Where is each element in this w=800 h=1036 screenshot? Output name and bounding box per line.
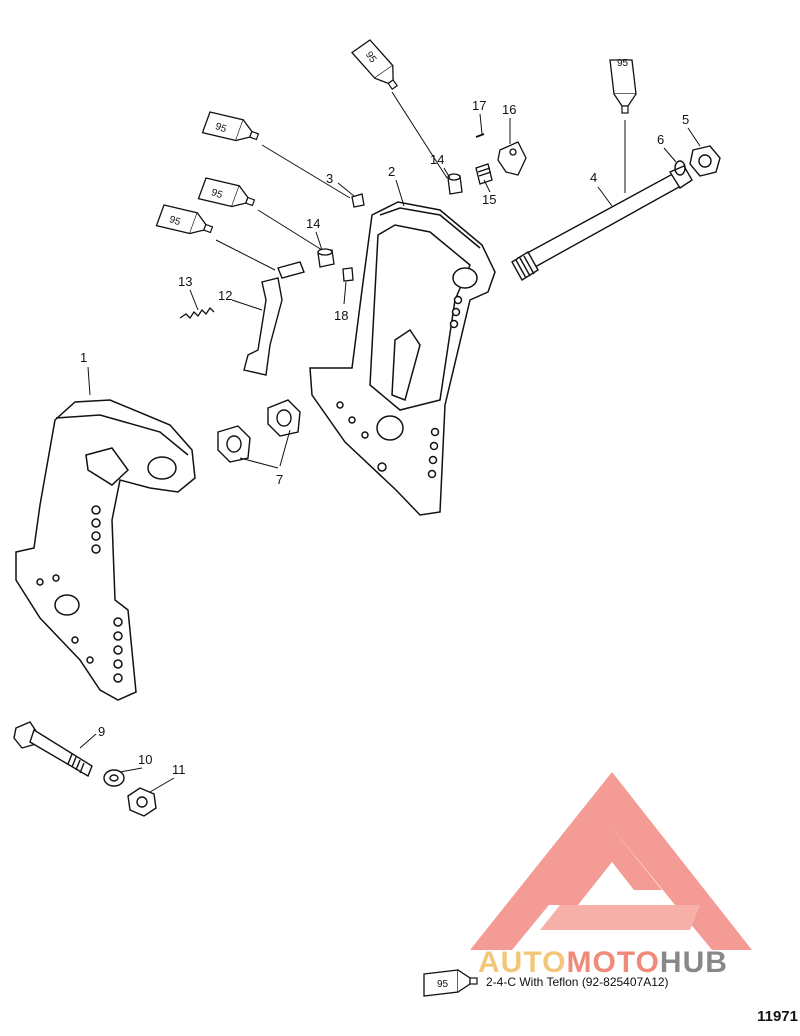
sealant-tube: 95 xyxy=(155,204,276,271)
callout-label: 5 xyxy=(682,112,689,127)
watermark-logo xyxy=(470,772,752,950)
watermark-part-auto: AUTO xyxy=(478,946,567,979)
sealant-tube: 95 xyxy=(197,177,323,251)
lever xyxy=(497,141,527,176)
spring xyxy=(475,163,493,185)
tilt-tube-shaft xyxy=(511,165,693,281)
callout-label: 13 xyxy=(178,274,192,289)
callout-label: 1 xyxy=(80,350,87,365)
callout-label: 3 xyxy=(326,171,333,186)
figure-number: 11971 xyxy=(757,1008,798,1025)
svg-text:95: 95 xyxy=(168,214,183,228)
sealant-tube: 95 xyxy=(351,39,448,179)
nut xyxy=(127,787,157,817)
callout-label: 15 xyxy=(482,192,496,207)
callout-label: 9 xyxy=(98,724,105,739)
callout-label: 2 xyxy=(388,164,395,179)
callout-label: 11 xyxy=(172,762,186,777)
svg-text:95: 95 xyxy=(617,58,629,69)
callout-label: 7 xyxy=(276,472,283,487)
callout-label: 18 xyxy=(334,308,348,323)
washer xyxy=(103,769,125,787)
bushing xyxy=(447,173,463,195)
watermark-part-moto: MOTO xyxy=(566,946,660,979)
svg-text:95: 95 xyxy=(214,121,229,135)
sealant-tube: 95 xyxy=(609,58,637,193)
bolt xyxy=(13,721,93,778)
watermark-text: AUTOMOTOHUB xyxy=(478,946,728,980)
grease-fitting xyxy=(351,193,365,208)
callout-label: 14 xyxy=(430,152,444,167)
callout-label: 17 xyxy=(472,98,486,113)
spacer xyxy=(342,267,354,282)
callout-label: 16 xyxy=(502,102,516,117)
spring xyxy=(179,306,215,320)
callout-label: 12 xyxy=(218,288,232,303)
washer xyxy=(674,160,686,176)
callout-label: 4 xyxy=(590,170,597,185)
right-bracket xyxy=(309,201,496,516)
svg-text:95: 95 xyxy=(210,187,225,201)
callout-label: 6 xyxy=(657,132,664,147)
sealant-legend-text: 2-4-C With Teflon (92-825407A12) xyxy=(486,975,669,989)
nut xyxy=(689,145,721,177)
callout-label: 14 xyxy=(306,216,320,231)
thrust-plate xyxy=(217,399,301,463)
pin xyxy=(475,133,485,138)
leader-lines xyxy=(79,113,701,793)
tilt-lock-lever xyxy=(243,261,305,376)
legend-tube-icon: 95 xyxy=(423,969,478,997)
callout-label: 10 xyxy=(138,752,152,767)
sealant-tube: 95 xyxy=(201,111,351,199)
bushing xyxy=(317,248,335,268)
callout-labels: 1 2 3 4 5 6 7 9 10 11 12 13 14 14 15 16 … xyxy=(80,98,689,777)
left-bracket xyxy=(15,399,196,701)
svg-text:95: 95 xyxy=(437,979,449,990)
watermark-part-hub: HUB xyxy=(659,946,728,979)
